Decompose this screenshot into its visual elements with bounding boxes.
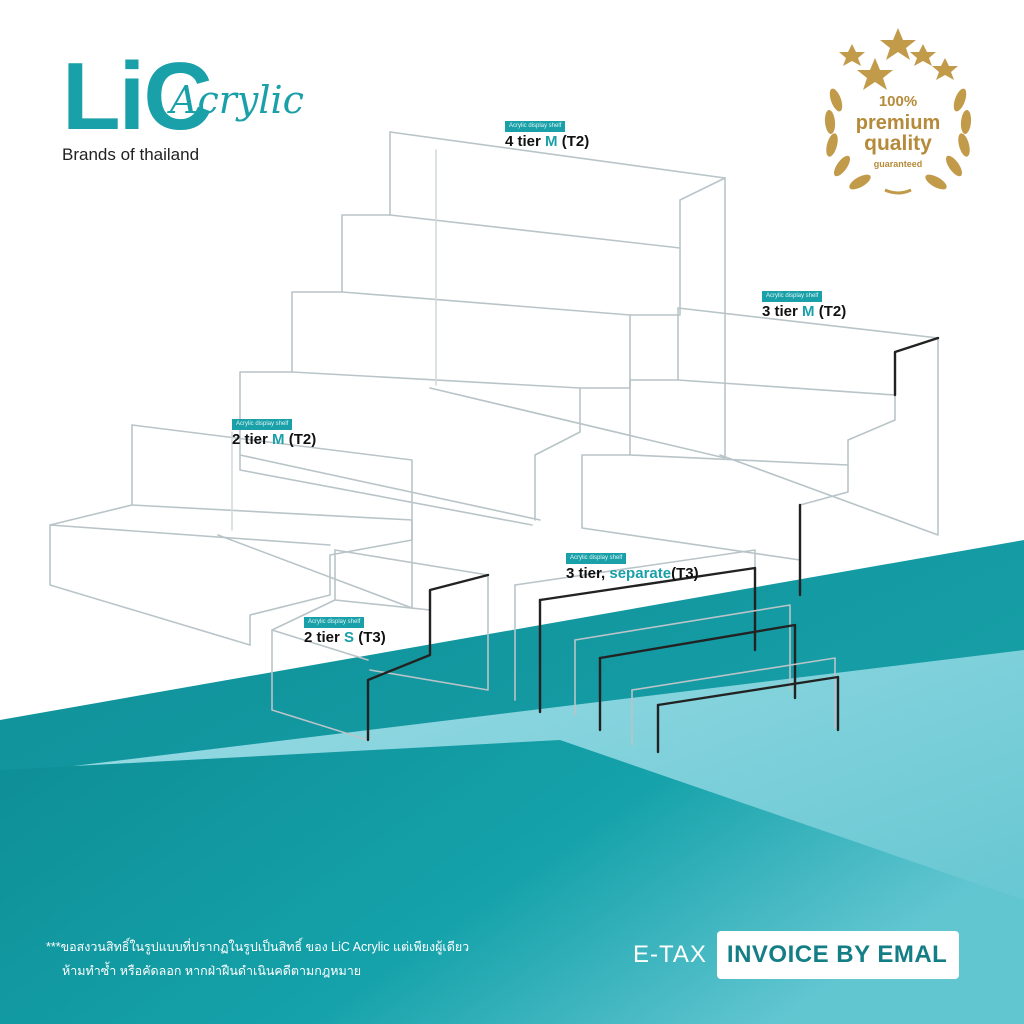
shelf-3-tier-m — [581, 307, 940, 597]
label-size: separate — [609, 565, 672, 582]
label-2-tier-s: Acrylic display shelf 2 tier S (T3) — [304, 610, 386, 646]
label-type: (T2) — [288, 431, 317, 448]
label-type: (T3) — [671, 565, 699, 582]
label-name: 2 tier — [232, 431, 268, 448]
star-icon — [932, 58, 958, 80]
label-tag: Acrylic display shelf — [762, 291, 823, 302]
label-tag: Acrylic display shelf — [505, 121, 566, 132]
label-tag: Acrylic display shelf — [232, 419, 293, 430]
badge-quality: quality — [864, 132, 932, 155]
copyright-notice: ***ขอสงวนสิทธิ์ในรูปแบบที่ปรากฏในรูปเป็น… — [46, 935, 469, 983]
shelf-2-tier-s — [271, 549, 490, 742]
brand-logo: LiC Acrylic Brands of thailand — [62, 43, 322, 172]
label-3-tier-m: Acrylic display shelf 3 tier M (T2) — [762, 284, 846, 320]
label-name: 3 tier — [762, 303, 798, 320]
label-name: 2 tier — [304, 629, 340, 646]
shelf-2-tier-m — [49, 424, 413, 646]
label-4-tier-m: Acrylic display shelf 4 tier M (T2) — [505, 114, 589, 150]
star-icon — [880, 28, 916, 60]
label-size: S — [344, 629, 355, 646]
label-tag: Acrylic display shelf — [304, 617, 365, 628]
label-size: M — [545, 133, 558, 150]
label-type: (T3) — [358, 629, 386, 646]
label-type: (T2) — [561, 133, 590, 150]
badge-premium: premium — [855, 112, 941, 134]
star-icon — [910, 44, 936, 66]
badge-guaranteed: guaranteed — [873, 159, 923, 169]
etax-invoice: E-TAX INVOICE BY EMAL — [633, 928, 960, 982]
premium-quality-badge: 100% premium quality guaranteed — [818, 28, 978, 198]
shelf-3-tier-separate — [514, 549, 840, 754]
star-icon — [857, 58, 893, 90]
shelf-4-tier-m — [239, 131, 726, 526]
etax-label: INVOICE BY EMAL — [716, 931, 960, 979]
label-3-tier-separate: Acrylic display shelf 3 tier, separate(T… — [566, 546, 699, 582]
notice-line-1: ***ขอสงวนสิทธิ์ในรูปแบบที่ปรากฏในรูปเป็น… — [46, 940, 470, 954]
brand-wordmark: LiC — [62, 43, 213, 150]
notice-line-2: ห้ามทำซ้ำ หรือคัดลอก หากฝ่าฝืนดำเนินคดีต… — [62, 964, 362, 978]
star-icon — [839, 44, 865, 66]
brand-tagline: Brands of thailand — [62, 145, 200, 164]
badge-percent: 100% — [878, 93, 918, 110]
etax-prefix: E-TAX — [633, 941, 707, 968]
label-type: (T2) — [818, 303, 847, 320]
label-name: 4 tier — [505, 133, 541, 150]
label-size: M — [272, 431, 285, 448]
label-size: M — [802, 303, 815, 320]
label-tag: Acrylic display shelf — [566, 553, 627, 564]
brand-script: Acrylic — [170, 78, 304, 122]
label-name: 3 tier, — [566, 565, 606, 582]
label-2-tier-m: Acrylic display shelf 2 tier M (T2) — [232, 412, 316, 448]
laurel-wreath-icon — [824, 28, 972, 195]
